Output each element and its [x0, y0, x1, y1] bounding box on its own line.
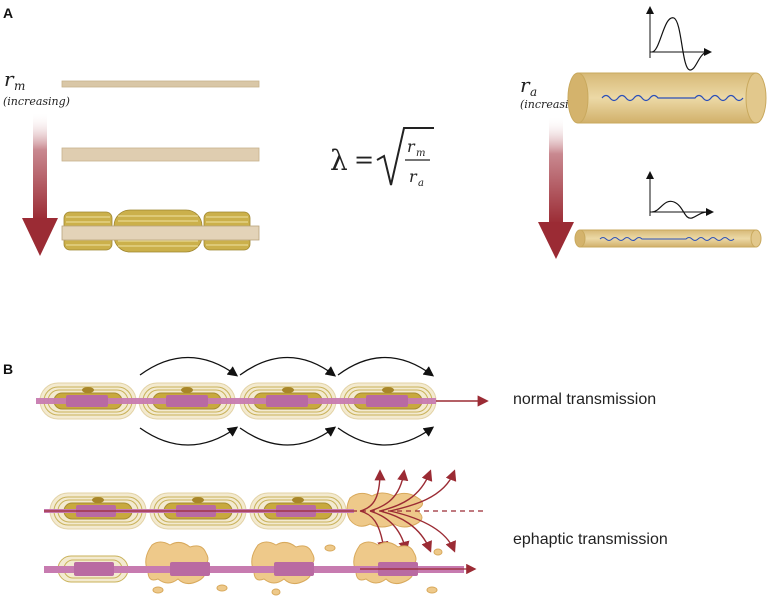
formula-num-symbol: r: [407, 137, 416, 156]
ra-increasing-arrow: [538, 116, 574, 259]
signal-plot-weak: [646, 171, 714, 219]
myelinated-axon: [61, 209, 260, 253]
panel-b-label: B: [3, 361, 13, 377]
formula-den-subscript: a: [418, 178, 424, 189]
ephaptic-transmission-caption: ephaptic transmission: [513, 531, 668, 548]
signal-plot-strong: [646, 6, 712, 71]
formula-den-symbol: r: [409, 167, 418, 186]
ephaptic-axon-upper: [44, 492, 486, 530]
ra-symbol: r: [520, 73, 531, 97]
panel-a-label: A: [3, 5, 13, 21]
rm-increasing-arrow: [22, 112, 58, 256]
narrow-axon-cylinder: [574, 229, 762, 248]
signal-wave-strong: [601, 94, 744, 102]
formula-sqrt-sign: [376, 127, 434, 186]
formula-lambda: λ: [330, 144, 348, 177]
normal-transmission-axon: [36, 382, 489, 420]
rm-symbol: r: [4, 67, 15, 91]
rm-label: r m (increasing): [3, 67, 70, 108]
formula-equals: =: [354, 146, 374, 174]
rm-subscript: m: [14, 79, 25, 93]
leaking-current-arrows: [359, 469, 457, 553]
axon-medium-membrane: [61, 147, 260, 162]
rm-note: (increasing): [3, 95, 70, 108]
saltatory-jump-arrows: [139, 356, 435, 446]
ra-subscript: a: [530, 85, 537, 99]
normal-transmission-caption: normal transmission: [513, 391, 656, 408]
length-constant-formula: λ = r m r a: [330, 127, 434, 189]
wide-axon-cylinder: [567, 72, 767, 124]
signal-wave-weak: [599, 237, 735, 241]
formula-num-subscript: m: [416, 148, 425, 159]
ephaptic-axon-lower: [44, 541, 477, 596]
axon-thin-membrane: [61, 80, 260, 88]
